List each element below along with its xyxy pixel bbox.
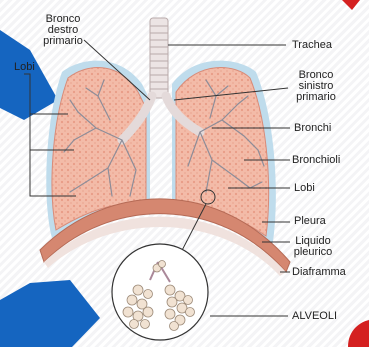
- label-bronco-sinistro-line3: primario: [288, 92, 344, 103]
- alveoli-magnifier: [112, 244, 208, 340]
- red-accent-bottom-icon: [348, 320, 369, 347]
- blue-arrow-bottom-left-icon: [0, 280, 100, 347]
- label-trachea: Trachea: [292, 40, 332, 51]
- label-diaframma: Diaframma: [292, 267, 346, 278]
- label-lobi-left: Lobi: [14, 62, 35, 73]
- trachea: [150, 18, 168, 98]
- label-liquido-line2: pleurico: [288, 247, 338, 258]
- label-lobi-right: Lobi: [294, 183, 315, 194]
- label-bronco-sinistro-primario: Bronco sinistro primario: [288, 70, 344, 103]
- label-pleura: Pleura: [294, 216, 326, 227]
- label-bronchioli: Bronchioli: [292, 155, 340, 166]
- label-liquido-pleurico: Liquido pleurico: [288, 236, 338, 258]
- label-alveoli: ALVEOLI: [292, 311, 337, 322]
- label-bronco-destro-primario: Bronco destro primario: [40, 14, 86, 47]
- label-bronco-destro-line3: primario: [40, 36, 86, 47]
- label-bronchi: Bronchi: [294, 123, 331, 134]
- red-accent-top-icon: [342, 0, 360, 10]
